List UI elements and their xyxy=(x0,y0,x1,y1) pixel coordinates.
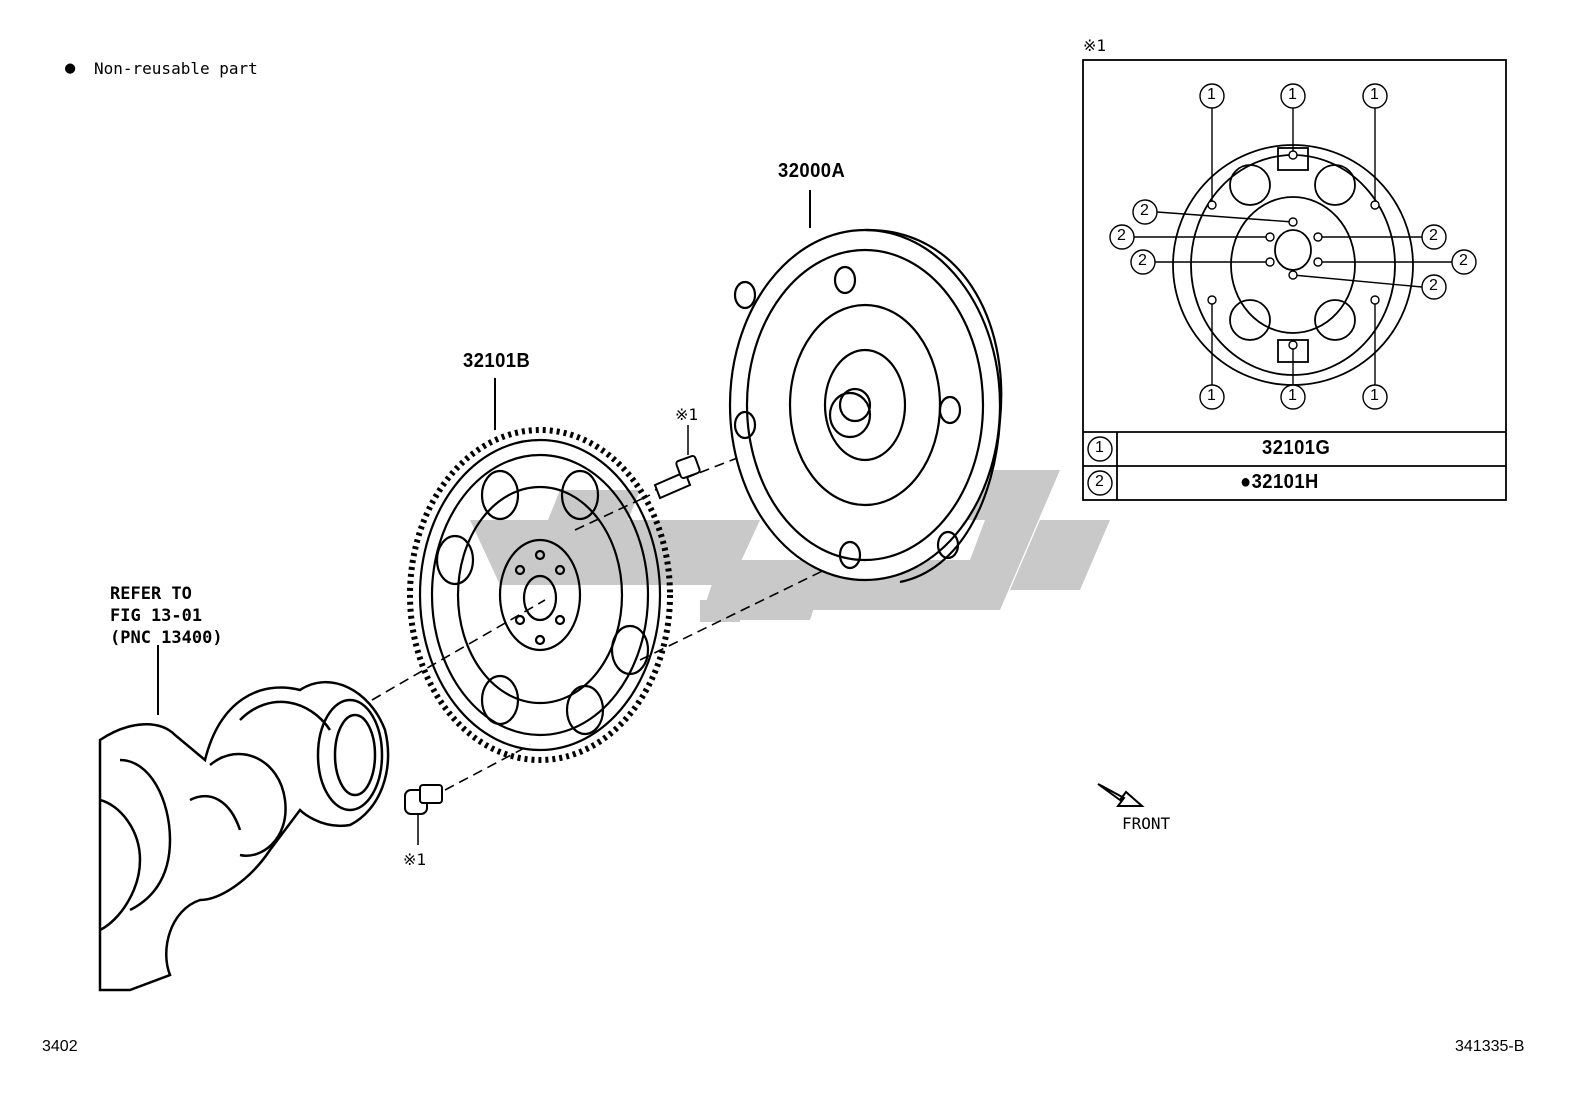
legend-label: Non-reusable part xyxy=(94,59,258,78)
table-key-2: 2 xyxy=(1095,473,1104,490)
callout-label: 2 xyxy=(1117,227,1126,244)
callout-label: 1 xyxy=(1207,86,1216,103)
callout-label: 1 xyxy=(1207,387,1216,404)
bolt-lower xyxy=(404,784,443,815)
callout-label: 1 xyxy=(1370,86,1379,103)
footer-left: 3402 xyxy=(42,1038,78,1055)
detail-leaders xyxy=(1134,108,1452,385)
legend-bullet: ● xyxy=(65,58,76,78)
callout-label: 2 xyxy=(1429,277,1438,294)
detail-view-title: ※1 xyxy=(1083,36,1107,55)
bolt-ref-upper: ※1 xyxy=(675,405,699,424)
callout-label: 1 xyxy=(1288,86,1297,103)
table-value-1: 32101G xyxy=(1262,437,1331,459)
drive-plate xyxy=(407,427,673,763)
callout-label: 2 xyxy=(1459,252,1468,269)
part-number-32101b: 32101B xyxy=(463,350,531,372)
table-key-1: 1 xyxy=(1095,439,1104,456)
detail-callout-circles xyxy=(1087,83,1477,496)
reference-line-1: REFER TO xyxy=(110,584,192,604)
callout-label: 2 xyxy=(1138,252,1147,269)
crankshaft xyxy=(98,680,390,992)
front-label: FRONT xyxy=(1122,814,1171,833)
callout-label: 1 xyxy=(1288,387,1297,404)
table-value-2: ●32101H xyxy=(1240,471,1319,493)
part-number-32000a: 32000A xyxy=(778,160,846,182)
reference-line-2: FIG 13-01 xyxy=(110,606,203,626)
bolt-ref-lower: ※1 xyxy=(403,850,427,869)
torque-converter xyxy=(728,228,1003,584)
callout-label: 2 xyxy=(1140,202,1149,219)
detail-bolt-holes xyxy=(1207,150,1380,350)
footer-right: 341335-B xyxy=(1455,1038,1525,1055)
callout-label: 1 xyxy=(1370,387,1379,404)
reference-line-3: (PNC 13400) xyxy=(110,628,223,648)
front-arrow-icon xyxy=(1097,783,1145,807)
callout-label: 2 xyxy=(1429,227,1438,244)
bolt-upper xyxy=(653,454,701,500)
